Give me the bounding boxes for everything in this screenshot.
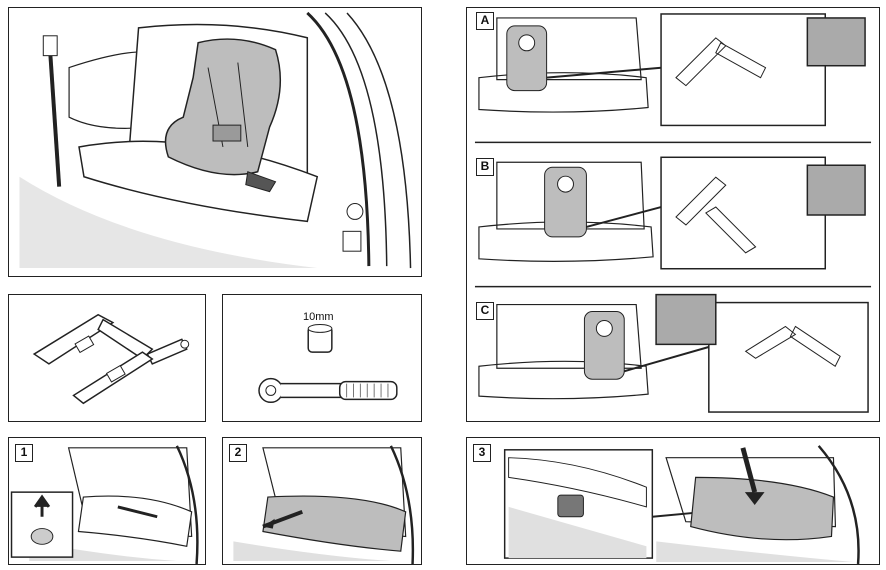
overview-panel bbox=[8, 7, 422, 277]
step-2-illustration bbox=[233, 445, 415, 564]
variant-c-label: C bbox=[476, 302, 494, 320]
socket-size-label: 10mm bbox=[303, 311, 334, 323]
tether-belts-illustration bbox=[32, 313, 190, 405]
variants-illustration bbox=[474, 13, 872, 413]
tether-belt-kit-panel bbox=[8, 294, 206, 422]
step-3-panel: 3 bbox=[466, 437, 880, 565]
step-1-illustration bbox=[10, 445, 199, 564]
variant-b-label: B bbox=[476, 158, 494, 176]
step-3-number: 3 bbox=[473, 444, 491, 462]
installation-variants-panel: A B C bbox=[466, 7, 880, 422]
step-3-illustration bbox=[503, 445, 860, 564]
rear-seat-with-child-seat-illustration bbox=[19, 11, 412, 269]
step-1-panel: 1 bbox=[8, 437, 206, 565]
variant-a-label: A bbox=[476, 12, 494, 30]
tools-panel: 10mm bbox=[222, 294, 422, 422]
step-2-number: 2 bbox=[229, 444, 247, 462]
step-1-number: 1 bbox=[15, 444, 33, 462]
socket-and-ratchet-illustration bbox=[258, 324, 398, 404]
step-2-panel: 2 bbox=[222, 437, 422, 565]
